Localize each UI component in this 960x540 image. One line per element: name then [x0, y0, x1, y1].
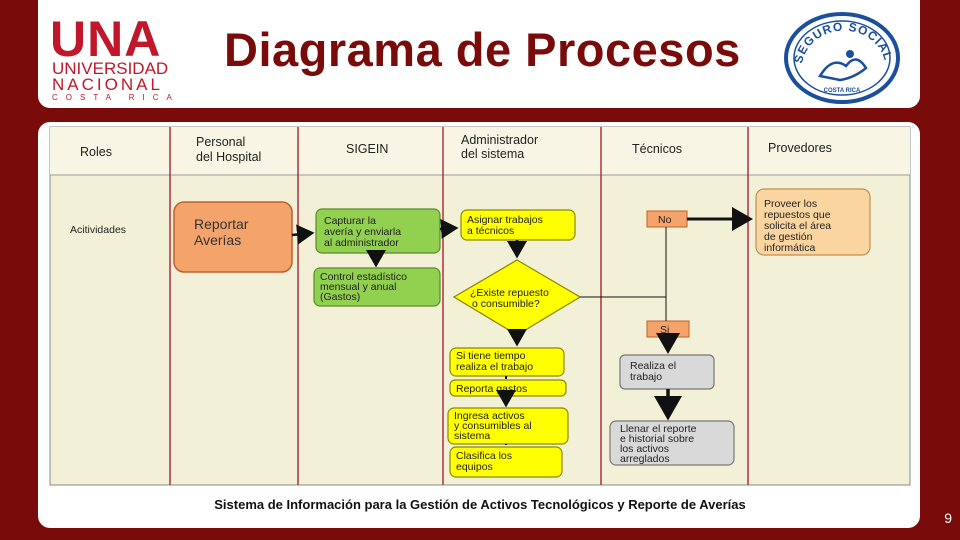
header-personal-line1: Personal: [196, 135, 245, 149]
slide-caption: Sistema de Información para la Gestión d…: [214, 497, 746, 512]
svg-text:avería y enviarla: avería y enviarla: [324, 226, 401, 238]
header-personal-line2: del Hospital: [196, 150, 261, 164]
svg-text:repuestos que: repuestos que: [764, 209, 831, 221]
svg-text:arreglados: arreglados: [620, 453, 670, 465]
svg-text:(Gastos): (Gastos): [320, 291, 360, 303]
header-sigein: SIGEIN: [346, 142, 388, 156]
page-number: 9: [944, 510, 952, 526]
svg-text:solicita el área: solicita el área: [764, 220, 831, 232]
node-reportar-line1: Reportar: [194, 216, 249, 232]
svg-text:mensual y anual: mensual y anual: [320, 281, 396, 293]
header-tecnicos: Técnicos: [632, 142, 682, 156]
svg-text:Ingresa activos: Ingresa activos: [454, 410, 525, 422]
svg-text:al administrador: al administrador: [324, 237, 399, 249]
header-roles: Roles: [80, 145, 112, 159]
header-provedores: Provedores: [768, 141, 832, 155]
svg-text:de gestión: de gestión: [764, 231, 813, 243]
header-admin-line2: del sistema: [461, 147, 524, 161]
seguro-social-bottom-text: COSTA RICA: [824, 88, 861, 94]
una-logo-line3: NACIONAL: [52, 75, 163, 94]
node-reportar-line2: Averías: [194, 232, 241, 248]
svg-text:los activos: los activos: [620, 443, 669, 455]
svg-text:trabajo: trabajo: [630, 371, 662, 383]
una-logo: UNA UNIVERSIDAD NACIONAL COSTA RICA: [50, 12, 180, 102]
svg-text:Clasifica los: Clasifica los: [456, 450, 512, 462]
connectors: [291, 207, 753, 445]
svg-text:sistema: sistema: [454, 430, 490, 442]
svg-text:equipos: equipos: [456, 461, 493, 473]
node-reporta-gastos-label: Reporta gastos: [456, 383, 527, 395]
row-label-actividades: Acitividades: [70, 224, 126, 236]
una-logo-main: UNA: [50, 12, 161, 67]
node-no-label: No: [658, 214, 672, 226]
svg-text:Llenar el reporte: Llenar el reporte: [620, 423, 697, 435]
svg-text:a técnicos: a técnicos: [467, 225, 514, 237]
svg-text:Control estadístico: Control estadístico: [320, 271, 407, 283]
page-title: Diagrama de Procesos: [224, 23, 741, 76]
swimlane-header-band: [50, 127, 910, 175]
svg-text:Realiza el: Realiza el: [630, 360, 676, 372]
seguro-social-logo: SEGURO SOCIAL COSTA RICA: [784, 12, 900, 104]
svg-text:¿Existe repuesto: ¿Existe repuesto: [470, 287, 549, 299]
process-diagram: Roles Personal del Hospital SIGEIN Admin…: [49, 126, 911, 486]
svg-text:Si tiene tiempo: Si tiene tiempo: [456, 350, 526, 362]
svg-text:Asignar trabajos: Asignar trabajos: [467, 214, 543, 226]
node-ingresa-activos: [447, 407, 569, 445]
lane-dividers: [169, 127, 749, 485]
svg-text:informática: informática: [764, 242, 816, 254]
header-admin-line1: Administrador: [461, 133, 538, 147]
una-logo-line2: UNIVERSIDAD: [52, 59, 168, 78]
node-si-label: Si: [660, 324, 669, 336]
node-llenar-reporte: [609, 420, 735, 466]
una-logo-line4: COSTA RICA: [52, 93, 180, 102]
svg-text:Capturar la: Capturar la: [324, 215, 376, 227]
header-card: UNA UNIVERSIDAD NACIONAL COSTA RICA Diag…: [38, 0, 920, 108]
node-reportar-averias: [173, 201, 293, 273]
node-clasifica-equipos: [449, 446, 563, 478]
svg-text:Proveer los: Proveer los: [764, 198, 817, 210]
node-control-estadistico: [313, 267, 441, 307]
svg-text:realiza el trabajo: realiza el trabajo: [456, 361, 533, 373]
svg-text:e historial sobre: e historial sobre: [620, 433, 694, 445]
svg-text:y consumibles al: y consumibles al: [454, 420, 532, 432]
svg-text:o consumible?: o consumible?: [472, 298, 540, 310]
node-proveer-repuestos: [755, 188, 871, 256]
